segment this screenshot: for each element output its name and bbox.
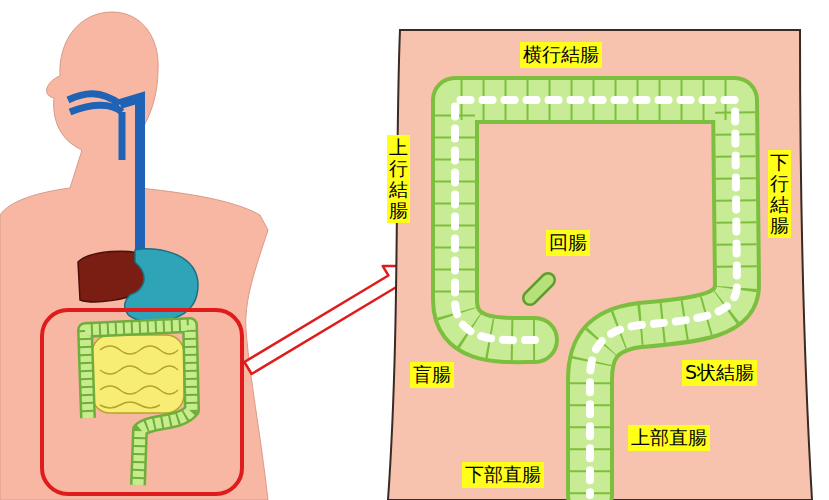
body-silhouette <box>0 12 268 500</box>
small-intestine-folds <box>100 346 178 408</box>
esophagus <box>120 98 140 250</box>
highlight-frame <box>42 310 242 494</box>
part-label: 横行結腸 <box>520 42 602 68</box>
part-label: 盲腸 <box>410 362 454 388</box>
large-intestine <box>455 100 737 495</box>
part-label: 下部直腸 <box>462 462 544 488</box>
part-label: 上部直腸 <box>628 425 710 451</box>
trachea <box>119 112 126 160</box>
torso-closeup <box>388 30 812 500</box>
part-label: 下行結腸 <box>768 150 791 238</box>
colon-small-outline <box>85 325 192 485</box>
small-intestine <box>92 335 184 413</box>
part-label: 上行結腸 <box>387 135 410 223</box>
airway <box>68 94 122 112</box>
part-label: S状結腸 <box>682 360 757 386</box>
part-label: 回腸 <box>546 230 590 256</box>
colon-small <box>85 325 192 485</box>
